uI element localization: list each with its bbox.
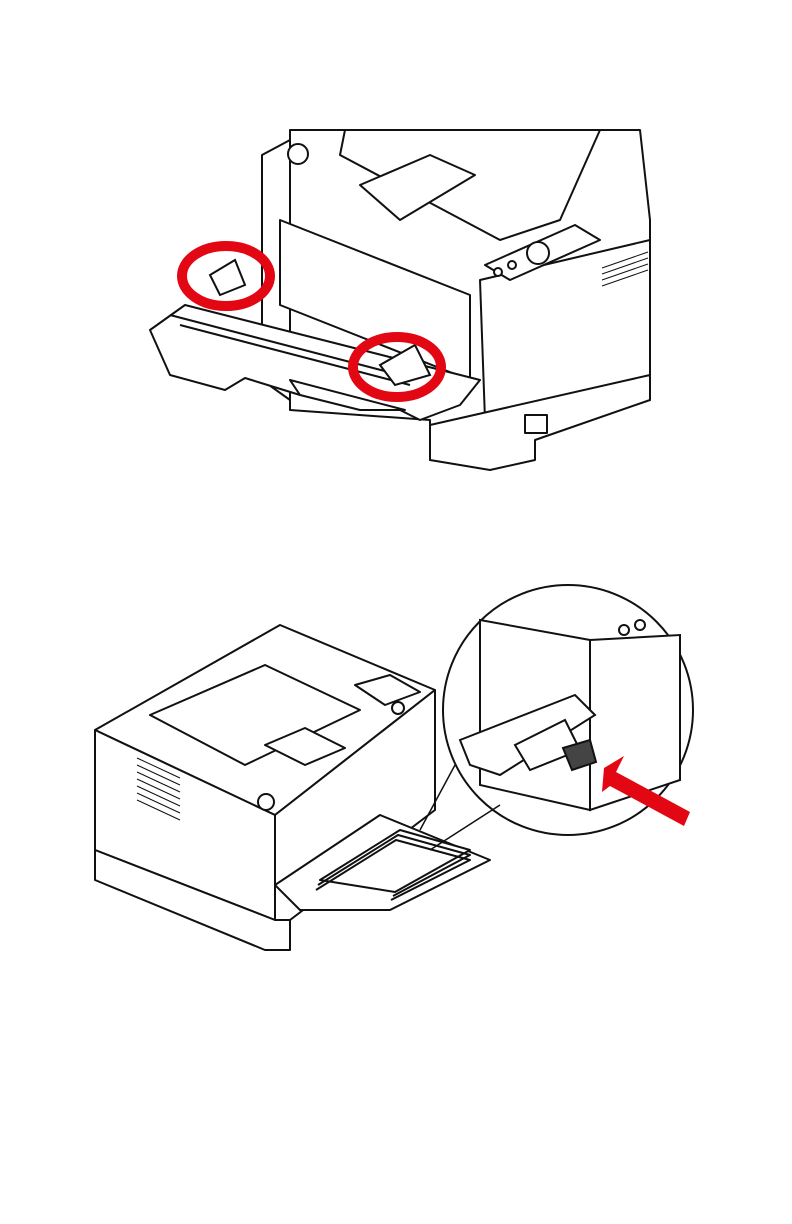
left-paper-guide xyxy=(210,260,245,295)
printer-body xyxy=(150,130,650,470)
figure-paper-loaded-mp-tray xyxy=(0,580,792,960)
figure-mp-tray-guides xyxy=(0,120,792,480)
printer-body-2 xyxy=(95,625,490,950)
magnified-inset xyxy=(420,585,693,850)
